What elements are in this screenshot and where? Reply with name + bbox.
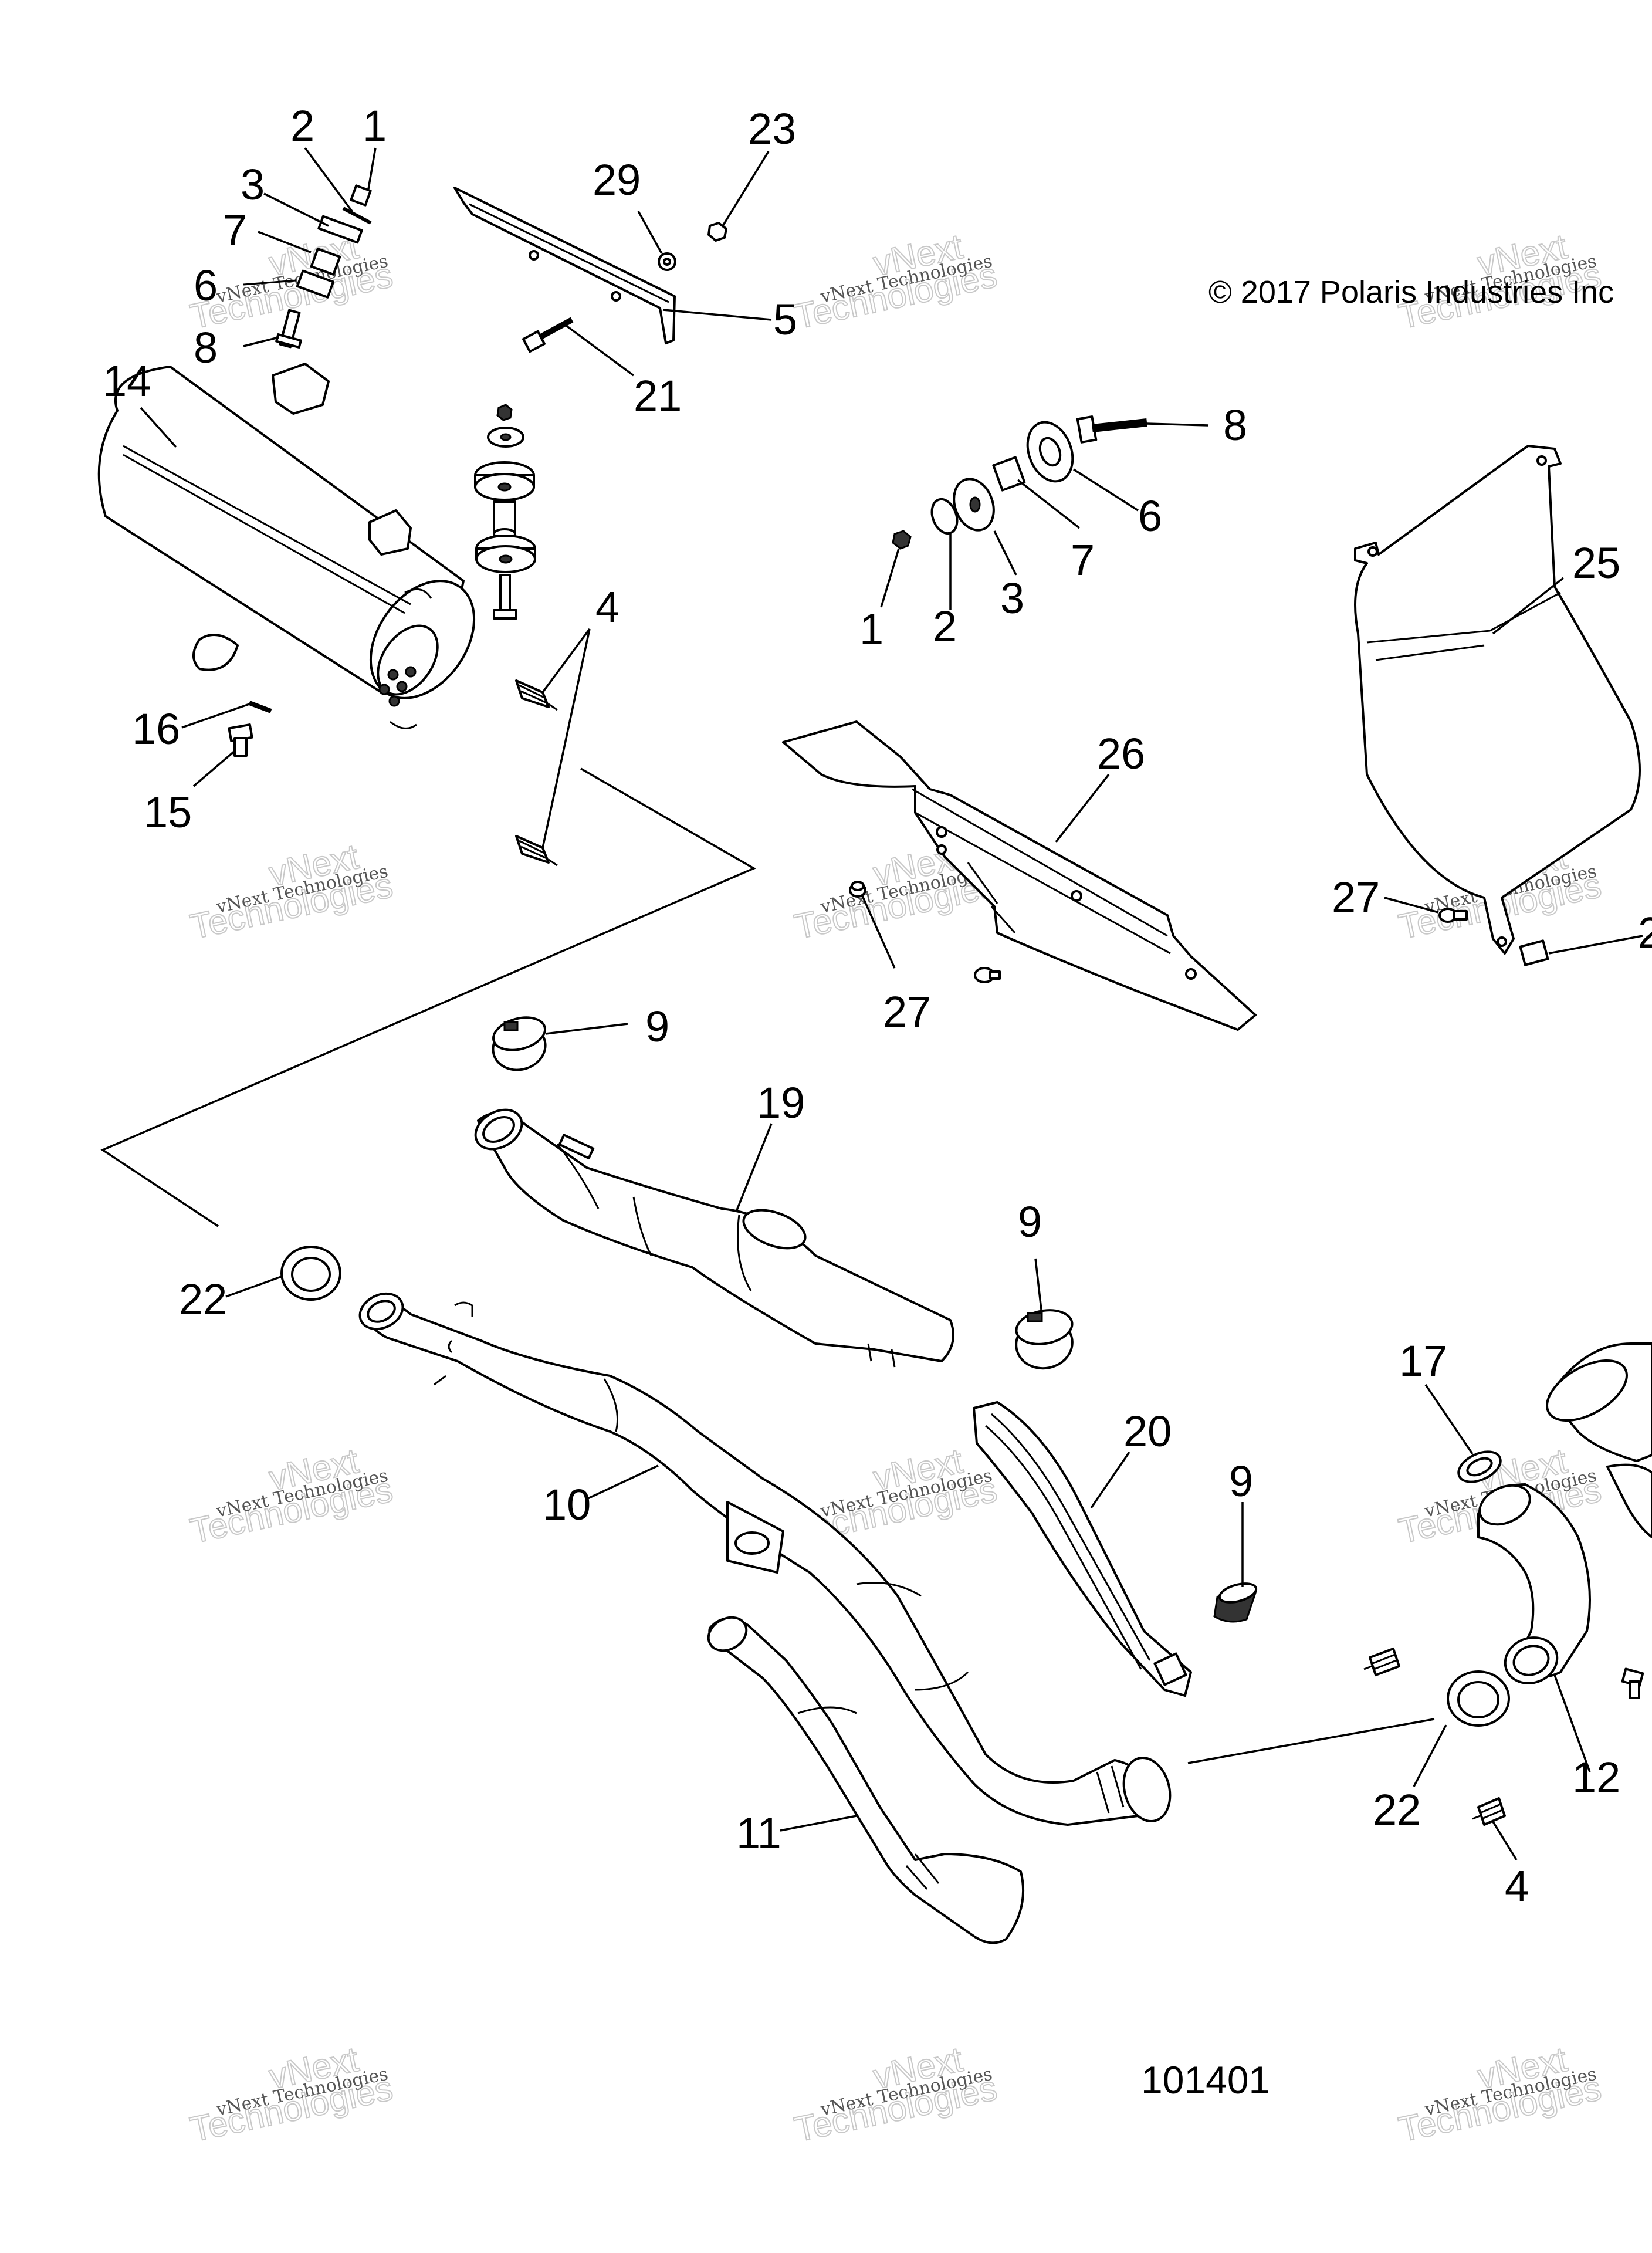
isolator-stack xyxy=(474,404,536,620)
copyright-notice: © 2017 Polaris Industries Inc xyxy=(1208,275,1614,310)
callout-2: 2 xyxy=(933,602,957,651)
callout-22: 22 xyxy=(179,1275,227,1324)
head-pipe-partial xyxy=(1546,1342,1652,1538)
callout-29: 29 xyxy=(593,155,641,204)
spring-4 xyxy=(1363,1648,1400,1676)
callout-7: 7 xyxy=(223,206,247,255)
nut-23 xyxy=(707,222,727,242)
callout-27: 27 xyxy=(1332,873,1380,922)
pipe-cover-19 xyxy=(474,1108,954,1368)
callout-3: 3 xyxy=(241,160,265,209)
callout-6: 6 xyxy=(194,261,218,310)
clamp-9 xyxy=(1015,1309,1074,1370)
callout-9: 9 xyxy=(645,1002,669,1051)
heat-shield-bracket xyxy=(453,187,676,344)
exhaust-pipe-11 xyxy=(707,1616,1025,1944)
gasket-22 xyxy=(1447,1670,1510,1727)
gasket-22 xyxy=(280,1246,341,1301)
figure-number: 101401 xyxy=(1141,2058,1270,2102)
callout-9: 9 xyxy=(1018,1197,1042,1246)
callout-25: 25 xyxy=(1572,539,1620,587)
callout-15: 15 xyxy=(144,788,192,837)
callout-8: 8 xyxy=(194,323,218,372)
callout-4: 4 xyxy=(595,583,620,631)
callout-1: 1 xyxy=(859,605,883,654)
callout-10: 10 xyxy=(543,1480,591,1529)
watermark: Technologies vNext vNext Technologies xyxy=(1395,2039,1606,2150)
callout-11: 11 xyxy=(736,1809,781,1858)
callout-26: 26 xyxy=(1097,729,1145,778)
screw-unlabeled xyxy=(974,967,1001,983)
callout-21: 21 xyxy=(634,371,682,420)
watermark: Technologies vNext vNext Technologies xyxy=(187,2039,397,2150)
callout-2: 2 xyxy=(1638,908,1652,957)
pin-16 xyxy=(248,701,272,713)
watermark: Technologies vNext vNext Technologies xyxy=(791,2039,1001,2150)
watermark: Technologies vNext vNext Technologies xyxy=(187,836,397,947)
callout-2: 2 xyxy=(290,102,314,150)
callout-4: 4 xyxy=(1505,1862,1529,1910)
callout-19: 19 xyxy=(757,1078,805,1127)
callout-1: 1 xyxy=(363,102,387,150)
assembly-reference-line xyxy=(100,767,756,1227)
washer-29-hole xyxy=(663,258,671,266)
watermark: Technologies vNext vNext Technologies xyxy=(187,1440,397,1551)
elbow-12 xyxy=(1477,1483,1591,1684)
exhaust-pipe-10 xyxy=(358,1292,1172,1826)
screw-27 xyxy=(1438,908,1468,923)
pipe-cover-20 xyxy=(973,1401,1192,1697)
watermark: Technologies vNext vNext Technologies xyxy=(791,226,1001,337)
callout-12: 12 xyxy=(1572,1753,1620,1802)
clamp-9 xyxy=(1213,1582,1258,1623)
clip-2 xyxy=(1519,939,1549,966)
callout-9: 9 xyxy=(1229,1457,1253,1506)
callout-8: 8 xyxy=(1223,401,1247,449)
callout-23: 23 xyxy=(748,104,796,153)
callout-22: 22 xyxy=(1373,1785,1421,1834)
callout-16: 16 xyxy=(132,705,180,753)
callout-27: 27 xyxy=(883,987,931,1036)
bolt-21 xyxy=(522,317,574,353)
muffler-hanger-hardware xyxy=(243,184,372,349)
callout-20: 20 xyxy=(1123,1407,1172,1456)
muffler-outlet-holes xyxy=(378,666,417,707)
clamp-9 xyxy=(492,1016,547,1071)
gasket-17 xyxy=(1457,1450,1502,1483)
callout-3: 3 xyxy=(1000,574,1024,623)
bolt-unlabeled xyxy=(1621,1667,1644,1699)
spring-4 xyxy=(1472,1797,1506,1826)
callouts: 1 2 3 7 6 8 29 23 5 21 14 4 16 15 8 6 7 … xyxy=(103,102,1652,1910)
screw-27 xyxy=(849,881,866,898)
callout-6: 6 xyxy=(1138,492,1162,540)
callout-14: 14 xyxy=(103,357,151,405)
heat-shield-26 xyxy=(782,720,1257,1031)
muffler xyxy=(97,363,476,729)
callout-17: 17 xyxy=(1399,1337,1447,1385)
hanger-hardware-right xyxy=(892,415,1147,550)
bolt-15 xyxy=(228,723,253,757)
leader-lines xyxy=(140,147,1643,1860)
callout-7: 7 xyxy=(1071,536,1095,584)
heat-shield-25 xyxy=(1354,445,1641,955)
spring-4 xyxy=(515,835,558,867)
callout-5: 5 xyxy=(773,295,797,344)
spring-4 xyxy=(515,679,558,711)
